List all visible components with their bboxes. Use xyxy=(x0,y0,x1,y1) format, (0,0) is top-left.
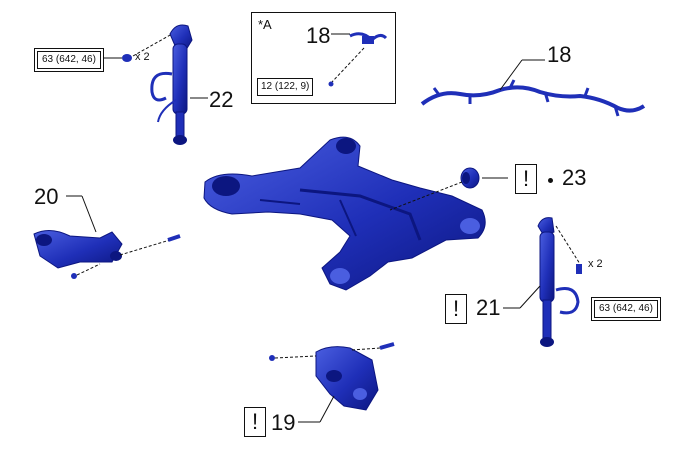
torque-value-21: 63 (642, 46) xyxy=(594,300,658,318)
torque-spec-18: 12 (122, 9) xyxy=(257,78,314,96)
bullet-dot-23 xyxy=(548,178,553,183)
callout-21: 21 xyxy=(476,295,501,320)
callout-22: 22 xyxy=(209,87,234,112)
torque-spec-21: 63 (642, 46) xyxy=(591,297,661,321)
callout-18-inset: 18 xyxy=(306,23,331,48)
harness-inset xyxy=(328,32,388,87)
inset-label: *A xyxy=(258,17,272,32)
warning-icon-23: ! xyxy=(515,164,537,194)
warning-icon-21: ! xyxy=(445,294,467,324)
shock-absorber-21 xyxy=(503,217,582,347)
callout-18: 18 xyxy=(547,42,572,67)
warning-icon-19: ! xyxy=(244,407,266,437)
detail-inset-a: *A 18 12 (122, 9) xyxy=(251,12,396,104)
arm-19 xyxy=(269,342,395,423)
wire-harness-18 xyxy=(420,59,646,117)
torque-value-22: 63 (642, 46) xyxy=(37,51,101,69)
callout-19: 19 xyxy=(271,410,296,435)
shock-absorber-22 xyxy=(122,24,193,145)
callout-20: 20 xyxy=(34,184,59,209)
suspension-member xyxy=(203,136,486,291)
torque-spec-22: 63 (642, 46) xyxy=(34,48,104,72)
bushing-23 xyxy=(389,167,508,211)
quantity-21: x 2 xyxy=(588,258,603,270)
lower-arm-20 xyxy=(33,195,181,279)
quantity-22: x 2 xyxy=(135,51,150,63)
callout-23: 23 xyxy=(562,165,587,190)
